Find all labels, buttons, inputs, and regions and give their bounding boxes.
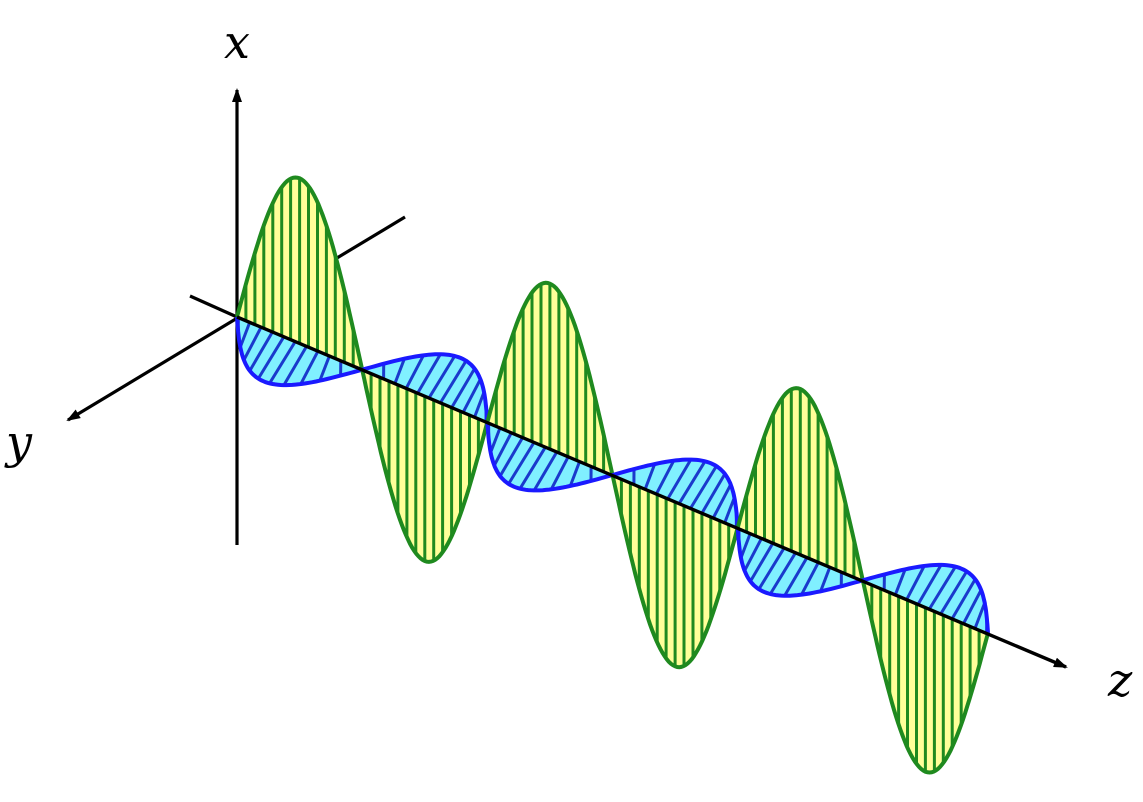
x-wave-lobe — [235, 175, 365, 371]
y-wave-fill — [362, 354, 488, 423]
x-wave-curve — [860, 579, 990, 775]
y-wave-hatch — [723, 496, 736, 523]
y-wave-hatch — [257, 335, 286, 380]
y-wave-hatch — [769, 551, 798, 595]
y-wave-hatch — [800, 561, 821, 596]
x-wave-lobe — [735, 386, 865, 581]
y-wave-hatch — [549, 455, 570, 491]
y-wave-hatch — [492, 431, 513, 467]
y-axis-label: y — [4, 415, 33, 469]
y-wave-hatch — [282, 345, 308, 386]
y-wave-hatch — [712, 483, 733, 519]
y-wave-hatch — [951, 578, 977, 619]
y-wave-hatch — [643, 463, 657, 490]
y-wave-hatch — [393, 358, 406, 385]
y-wave-hatch — [905, 565, 926, 600]
y-wave-hatch — [427, 355, 456, 399]
y-wave-hatch — [749, 541, 775, 583]
y-wave-fill — [612, 459, 738, 528]
x-wave-lobe — [860, 579, 990, 775]
y-wave-curve — [485, 422, 614, 493]
y-wave-lobe — [485, 422, 614, 493]
y-wave-curve — [235, 316, 363, 388]
y-wave-fill — [487, 422, 613, 491]
y-wave-hatch — [461, 378, 482, 413]
z-axis-back-segment — [189, 294, 238, 319]
x-axis-label: x — [224, 15, 250, 69]
x-wave-curve — [235, 175, 365, 371]
y-wave-hatch — [917, 564, 943, 605]
y-wave-hatch — [783, 556, 809, 597]
y-wave-fill — [237, 317, 363, 386]
y-wave-hatch — [939, 570, 968, 615]
y-wave-lobe — [361, 352, 490, 423]
x-wave-curve — [735, 386, 865, 581]
y-wave-lobe — [862, 562, 990, 634]
y-wave-hatch — [473, 391, 486, 418]
y-wave-hatch — [532, 450, 559, 492]
z-axis-label: z — [1107, 653, 1133, 707]
y-wave-hatch — [819, 565, 832, 592]
y-wave-hatch — [678, 460, 707, 504]
y-wave-hatch — [655, 459, 676, 495]
y-wave-curve — [611, 457, 740, 528]
z-axis — [236, 315, 1068, 669]
y-wave-hatch — [299, 350, 320, 385]
y-wave-hatch — [973, 602, 987, 629]
y-wave-hatch — [666, 458, 693, 500]
x-wave-curve — [610, 474, 740, 670]
y-wave-hatch — [238, 321, 252, 348]
y-wave-lobe — [735, 527, 864, 598]
y-wave-hatch — [416, 353, 442, 394]
y-wave-hatch — [498, 436, 525, 477]
y-wave-hatch — [700, 473, 727, 514]
y-wave-hatch — [518, 446, 547, 490]
x-wave-lobe — [610, 474, 740, 670]
y-wave-hatch — [242, 326, 263, 361]
y-wave-hatch — [450, 367, 476, 409]
x-wave-lobe — [485, 280, 615, 476]
y-wave-hatch — [318, 355, 331, 382]
y-wave-lobe — [235, 316, 363, 388]
y-wave-lobe — [611, 457, 740, 528]
y-wave-hatch — [928, 565, 957, 610]
y-wave-fill — [737, 527, 863, 596]
y-wave-hatch — [248, 331, 274, 372]
y-wave-curve — [735, 527, 864, 598]
y-wave-hatch — [507, 441, 536, 485]
y-wave-hatch — [689, 465, 718, 509]
y-wave-curve — [862, 562, 990, 634]
y-wave-hatch — [268, 340, 297, 385]
x-wave-curve — [485, 280, 615, 476]
y-wave-fill — [862, 564, 988, 633]
axes-front — [236, 315, 1068, 669]
y-wave-hatch — [568, 460, 582, 487]
x-wave-curve — [360, 369, 490, 564]
y-wave-hatch — [757, 546, 786, 590]
x-wave-lobe — [360, 369, 490, 564]
y-wave-hatch — [404, 354, 425, 389]
y-wave-hatch — [489, 427, 502, 454]
y-wave-hatch — [739, 532, 752, 559]
y-wave-hatch — [962, 589, 983, 624]
y-wave-hatch — [743, 537, 764, 572]
y-wave-hatch — [439, 360, 468, 404]
y-wave-curve — [361, 352, 490, 423]
y-wave-hatch — [894, 568, 907, 595]
wave-layers — [235, 175, 990, 775]
